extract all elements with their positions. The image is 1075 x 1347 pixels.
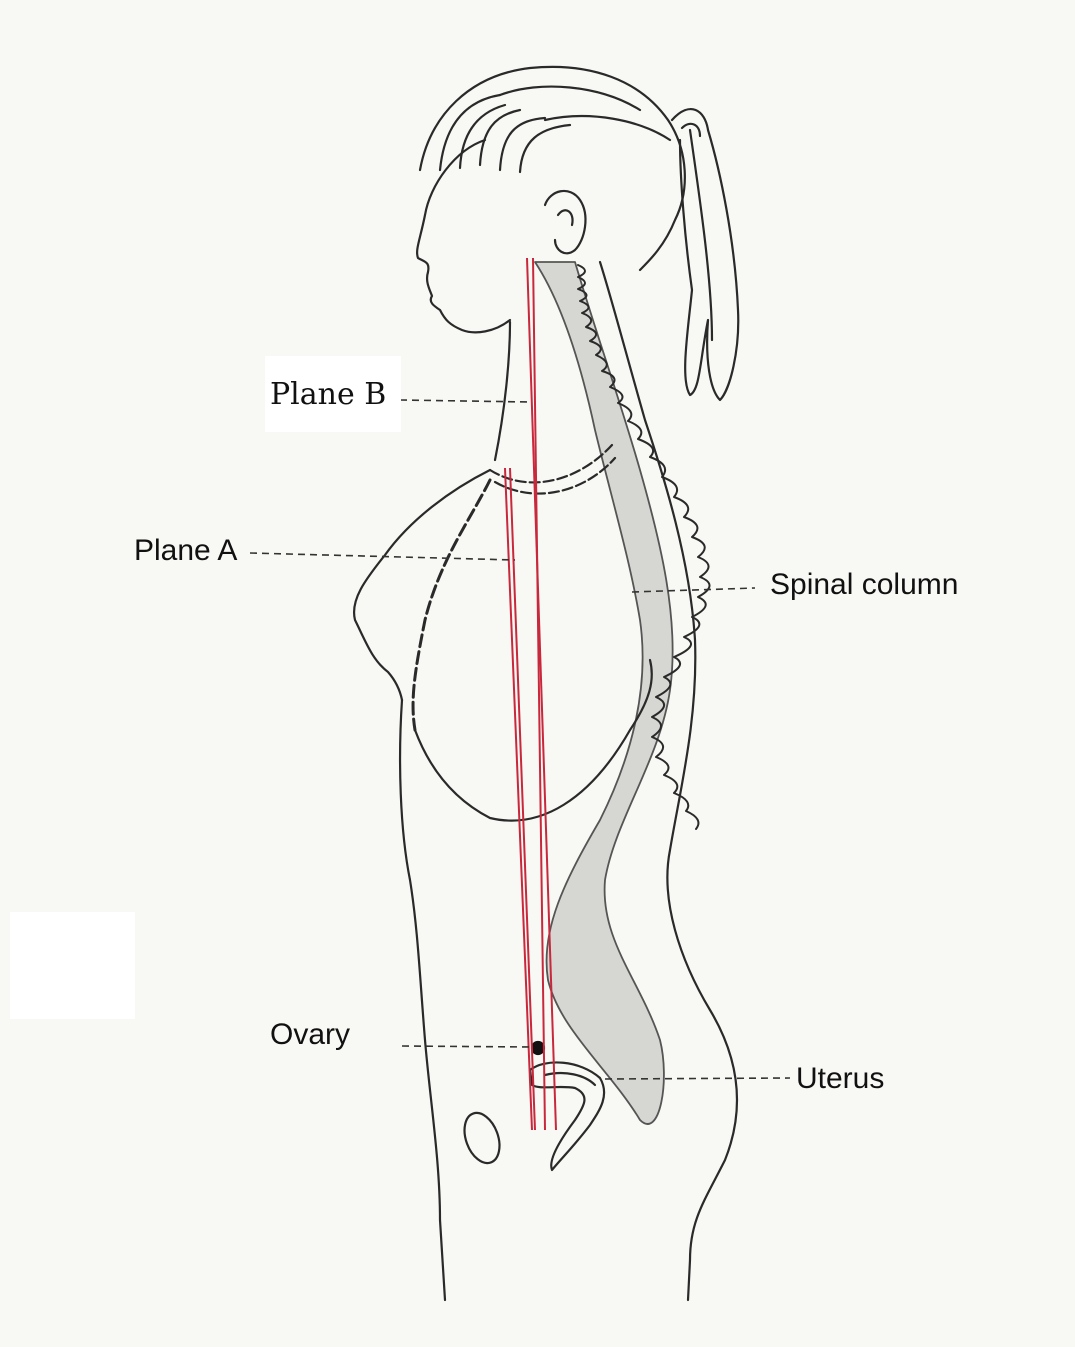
spinal-column-shading — [535, 262, 673, 1124]
uterus-shape — [530, 1062, 604, 1170]
blank-white-patch — [10, 912, 135, 1019]
uterus-label: Uterus — [796, 1064, 884, 1094]
plane-b-line — [527, 258, 556, 1130]
neck-front — [495, 322, 510, 460]
ovary-label: Ovary — [270, 1020, 350, 1050]
plane-a-label: Plane A — [134, 536, 237, 566]
spinal-column-label: Spinal column — [770, 570, 958, 600]
plane-b-line-2 — [533, 258, 545, 1130]
breast — [354, 470, 490, 700]
ear — [545, 191, 585, 253]
ovary-dot — [532, 1042, 544, 1054]
plane-a-line-2 — [510, 468, 535, 1130]
plane-a-line — [505, 468, 532, 1130]
uterus-leader — [605, 1078, 790, 1079]
ovary-leader — [402, 1046, 532, 1047]
plane-b-label: Plane B — [270, 380, 386, 410]
front-torso — [400, 700, 445, 1300]
face-profile — [417, 140, 510, 332]
plane-b-leader — [400, 400, 530, 402]
navel — [458, 1108, 506, 1168]
sternum — [413, 480, 490, 730]
